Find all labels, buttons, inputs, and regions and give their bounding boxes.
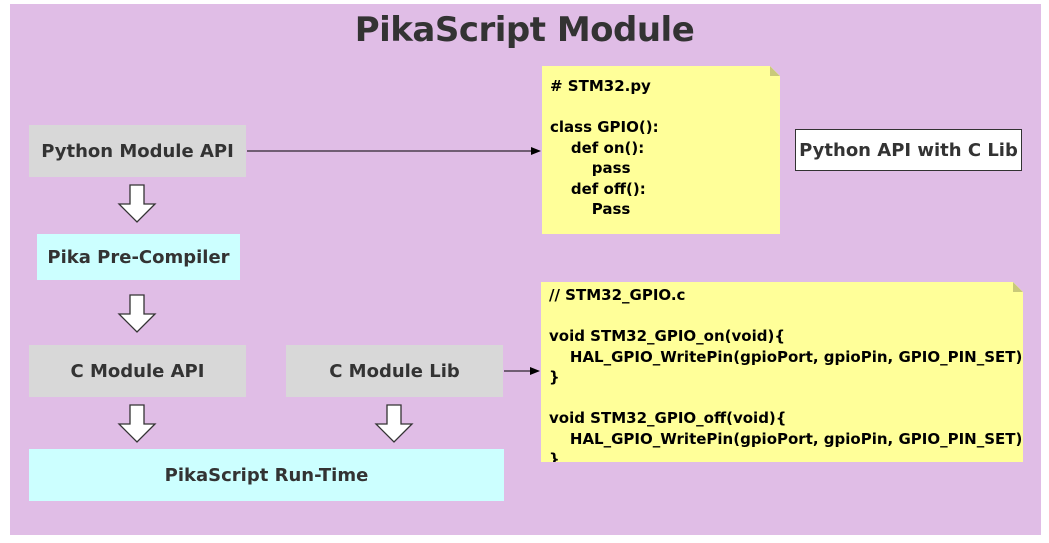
python-api-with-c-lib-label: Python API with C Lib — [795, 129, 1022, 171]
pika-pre-compiler-box: Pika Pre-Compiler — [37, 234, 240, 280]
down-arrow-icon — [117, 294, 157, 333]
down-arrow-icon — [117, 184, 157, 223]
diagram-title: PikaScript Module — [354, 10, 695, 50]
note-fold-corner — [1013, 282, 1023, 292]
c-module-api-box: C Module API — [29, 345, 246, 397]
python-code-text: # STM32.py class GPIO(): def on(): pass … — [550, 77, 659, 218]
c-code-note: // STM32_GPIO.c void STM32_GPIO_on(void)… — [541, 282, 1023, 462]
python-module-api-box: Python Module API — [29, 125, 246, 177]
c-module-lib-box: C Module Lib — [286, 345, 503, 397]
c-code-text: // STM32_GPIO.c void STM32_GPIO_on(void)… — [549, 286, 1029, 468]
down-arrow-icon — [374, 404, 414, 443]
python-code-note: # STM32.py class GPIO(): def on(): pass … — [542, 66, 780, 234]
down-arrow-icon — [117, 404, 157, 443]
note-fold-corner — [770, 66, 780, 76]
pikascript-runtime-box: PikaScript Run-Time — [29, 449, 504, 501]
